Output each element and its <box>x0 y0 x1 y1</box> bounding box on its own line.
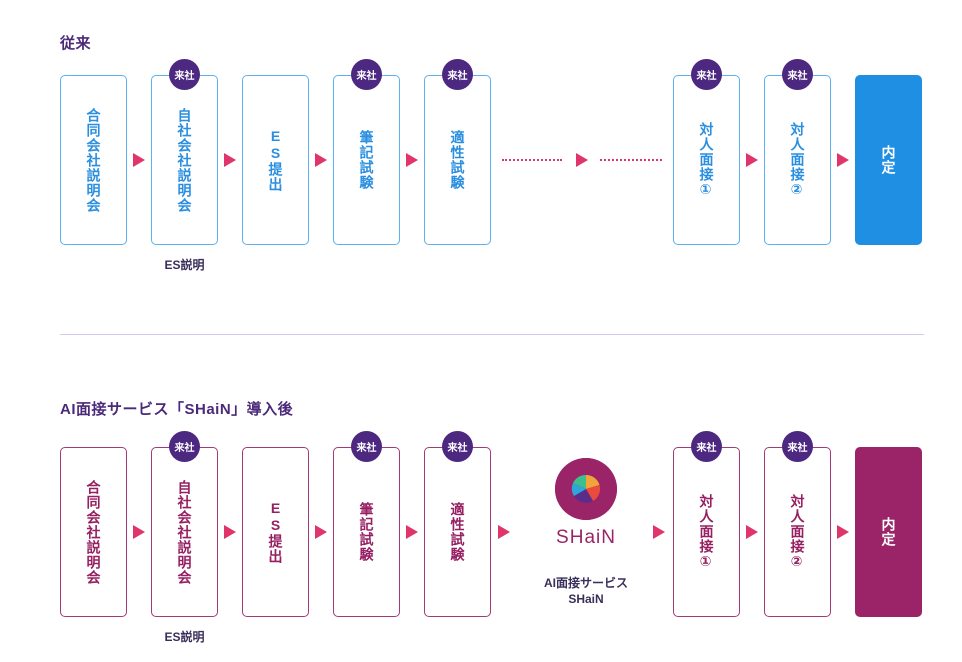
step-label: 対人面接② <box>789 493 806 571</box>
flow-arrow <box>498 525 510 539</box>
before-step-es-submit: ES提出 <box>242 75 309 245</box>
flow-arrow <box>746 525 758 539</box>
step-label: 内定 <box>880 517 897 547</box>
dotted-connector <box>502 159 562 161</box>
shain-logo <box>555 458 617 520</box>
step-label: 筆記試験 <box>358 130 375 190</box>
step-label: 内定 <box>880 145 897 175</box>
before-step-interview-1: 対人面接① <box>673 75 740 245</box>
step-label: 適性試験 <box>449 502 466 562</box>
after-step-interview-1: 対人面接① <box>673 447 740 617</box>
flow-arrow <box>224 153 236 167</box>
dotted-connector <box>600 159 662 161</box>
before-step-interview-2: 対人面接② <box>764 75 831 245</box>
shain-logo-text: SHaiN <box>556 527 616 548</box>
flow-arrow <box>133 525 145 539</box>
after-step-es-submit: ES提出 <box>242 447 309 617</box>
flow-arrow <box>837 525 849 539</box>
flow-arrow <box>576 153 588 167</box>
flow-arrow <box>406 153 418 167</box>
visit-badge: 来社 <box>782 59 813 90</box>
flow-arrow <box>653 525 665 539</box>
step-label: 合同会社説明会 <box>85 107 102 213</box>
shain-caption-line2: SHaiN <box>568 592 604 606</box>
visit-badge: 来社 <box>782 431 813 462</box>
flow-arrow <box>746 153 758 167</box>
flow-arrow <box>315 153 327 167</box>
after-section-title: AI面接サービス「SHaiN」導入後 <box>60 401 294 418</box>
before-step-company-seminar: 自社会社説明会 <box>151 75 218 245</box>
visit-badge: 来社 <box>442 59 473 90</box>
step-label: 自社会社説明会 <box>176 479 193 585</box>
flow-arrow <box>315 525 327 539</box>
es-explanation-caption: ES説明 <box>164 258 205 272</box>
es-explanation-caption: ES説明 <box>164 630 205 644</box>
after-step-aptitude-test: 適性試験 <box>424 447 491 617</box>
visit-badge: 来社 <box>691 431 722 462</box>
after-step-company-seminar: 自社会社説明会 <box>151 447 218 617</box>
before-step-written-test: 筆記試験 <box>333 75 400 245</box>
visit-badge: 来社 <box>351 431 382 462</box>
shain-pie-icon <box>555 458 617 520</box>
section-divider <box>60 334 924 335</box>
visit-badge: 来社 <box>169 431 200 462</box>
flow-arrow <box>837 153 849 167</box>
step-label: 適性試験 <box>449 130 466 190</box>
step-label: 対人面接① <box>698 121 715 199</box>
after-step-interview-2: 対人面接② <box>764 447 831 617</box>
visit-badge: 来社 <box>691 59 722 90</box>
step-label: 筆記試験 <box>358 502 375 562</box>
visit-badge: 来社 <box>169 59 200 90</box>
step-label: 合同会社説明会 <box>85 479 102 585</box>
after-step-written-test: 筆記試験 <box>333 447 400 617</box>
step-label: 対人面接② <box>789 121 806 199</box>
flow-arrow <box>133 153 145 167</box>
before-step-offer: 内定 <box>855 75 922 245</box>
visit-badge: 来社 <box>442 431 473 462</box>
step-label: ES提出 <box>267 500 284 564</box>
before-step-joint-seminar: 合同会社説明会 <box>60 75 127 245</box>
after-step-offer: 内定 <box>855 447 922 617</box>
after-step-joint-seminar: 合同会社説明会 <box>60 447 127 617</box>
before-section-title: 従来 <box>60 35 92 52</box>
visit-badge: 来社 <box>351 59 382 90</box>
flow-arrow <box>224 525 236 539</box>
step-label: 対人面接① <box>698 493 715 571</box>
before-step-aptitude-test: 適性試験 <box>424 75 491 245</box>
step-label: 自社会社説明会 <box>176 107 193 213</box>
shain-caption-line1: AI面接サービス <box>543 576 628 590</box>
flow-arrow <box>406 525 418 539</box>
step-label: ES提出 <box>267 128 284 192</box>
